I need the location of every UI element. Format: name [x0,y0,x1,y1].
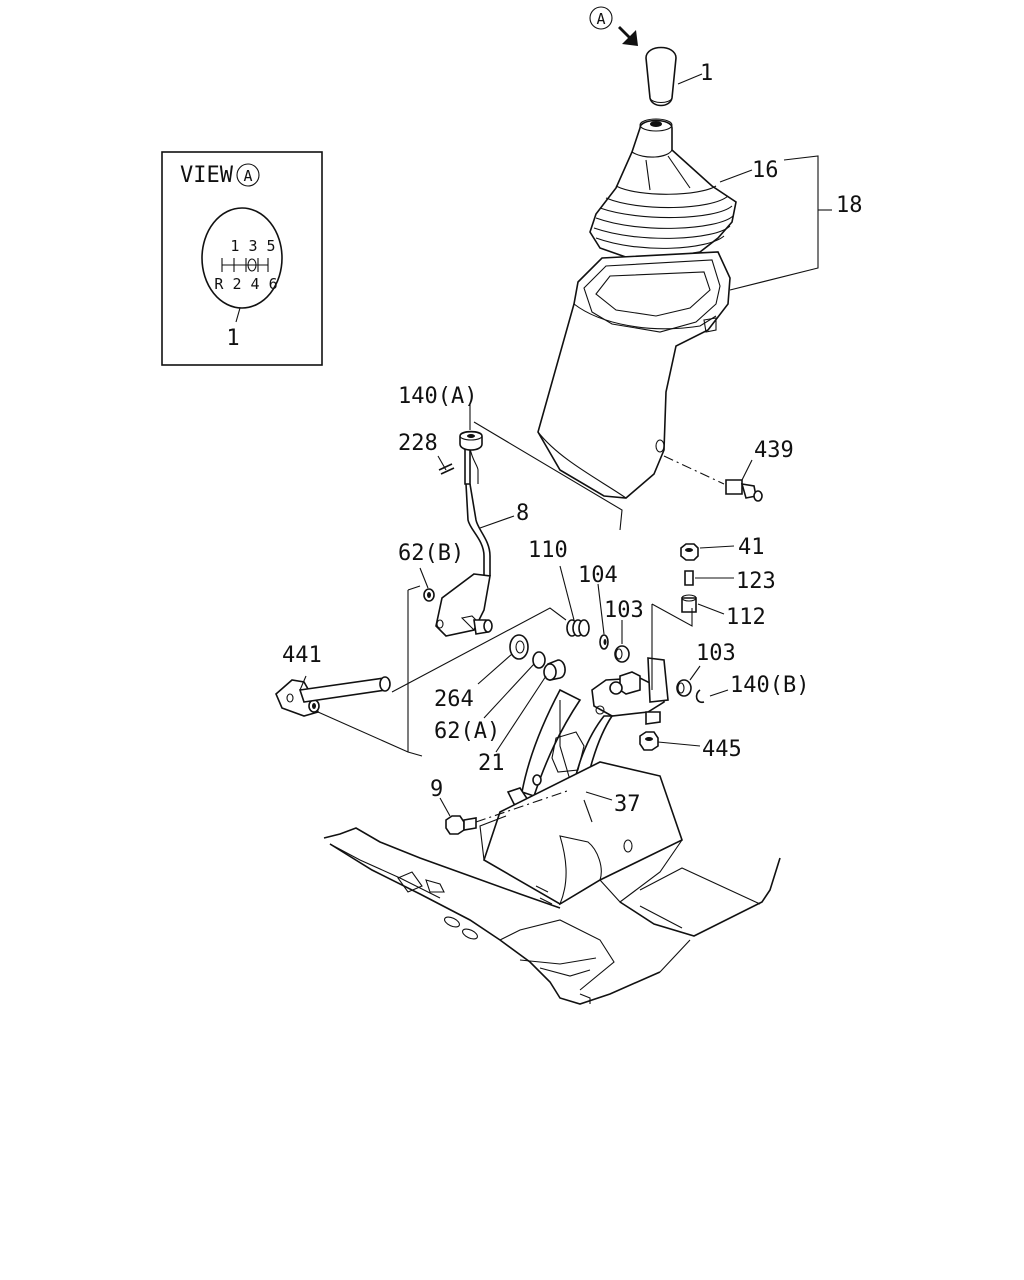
leader-lines [299,73,832,823]
view-a-arrow: A [589,6,638,46]
cap-140a [459,430,483,451]
view-circle-marker [236,163,260,187]
shift-knob [645,46,677,107]
arrow-circle-letter: A [596,10,605,28]
clip-140b [695,689,705,704]
collar-21 [543,659,566,681]
label-9: 9 [430,777,443,802]
label-140b: 140(B) [730,673,809,698]
label-103-upper: 103 [604,598,644,623]
knob-top-view [201,207,283,309]
shift-pattern-lines [221,258,269,272]
label-110: 110 [528,538,568,563]
label-16: 16 [752,158,779,183]
shift-boot [589,118,737,263]
label-112: 112 [726,605,766,630]
view-arrow-icon [618,26,638,46]
shift-pattern-bottom: R 2 4 6 [214,275,277,293]
view-title: VIEW [180,163,234,188]
bolt-9 [445,815,477,835]
view-circle-letter: A [243,167,252,185]
inset-frame [161,151,323,366]
shift-console [537,251,731,499]
label-441: 441 [282,643,322,668]
label-264: 264 [434,687,474,712]
pin-228 [438,463,455,475]
bolt-439 [725,479,763,502]
bushing-103-lower [676,679,692,697]
label-140a: 140(A) [398,384,477,409]
label-21: 21 [478,751,505,776]
label-123: 123 [736,569,776,594]
bushing-112 [681,594,697,613]
label-103-lower: 103 [696,641,736,666]
spring-110 [566,619,590,637]
label-1: 1 [700,61,713,86]
nut-445 [639,731,659,751]
washer-264 [509,634,529,660]
inset-part-label: 1 [226,326,239,351]
nut-41 [680,543,699,561]
arrow-circle-marker [589,6,613,30]
label-18: 18 [836,193,863,218]
select-lever [275,676,391,717]
label-37: 37 [614,792,641,817]
label-228: 228 [398,431,438,456]
shift-lever [435,447,493,637]
label-104: 104 [578,563,618,588]
view-a-inset: VIEW A 1 3 5 R 2 4 6 1 [161,151,323,366]
label-8: 8 [516,501,529,526]
shift-pattern-top: 1 3 5 [230,237,275,255]
label-41: 41 [738,535,765,560]
label-445: 445 [702,737,742,762]
part-labels: 1 16 18 140(A) 228 439 8 62(B) 110 104 4… [282,61,863,817]
label-62a: 62(A) [434,719,500,744]
bushing-103-upper [614,645,630,663]
ring-62a [532,651,546,669]
inset-leader [235,307,241,323]
floor-panel [323,761,781,1005]
label-62b: 62(B) [398,541,464,566]
collar-123 [684,570,694,586]
washer-104 [599,634,609,650]
label-439: 439 [754,438,794,463]
nut-62b [423,588,435,602]
